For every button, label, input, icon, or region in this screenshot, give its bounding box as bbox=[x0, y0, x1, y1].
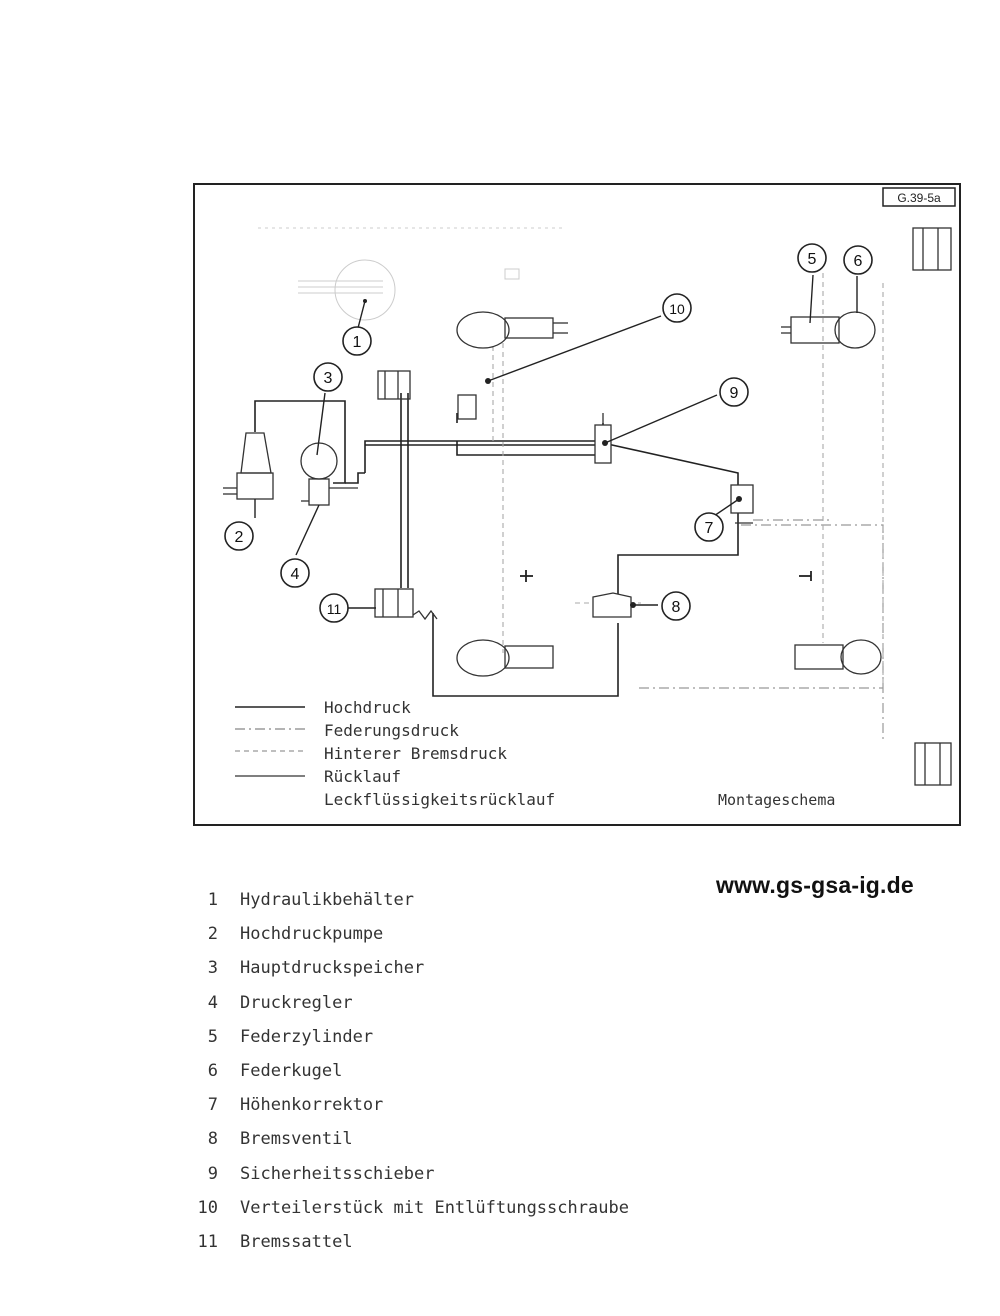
callout-4-label: 4 bbox=[291, 566, 300, 583]
part-name: Bremssattel bbox=[240, 1231, 353, 1252]
callout-3-label: 3 bbox=[324, 370, 333, 387]
callout-7: 7 bbox=[694, 512, 724, 542]
callout-4: 4 bbox=[280, 558, 310, 588]
accumulator-component bbox=[300, 442, 358, 506]
list-item: 3 Hauptdruckspeicher bbox=[190, 951, 750, 985]
reservoir-assembly bbox=[456, 311, 568, 420]
junction-dots bbox=[363, 299, 742, 608]
brake-caliper-components bbox=[374, 227, 952, 786]
legend: Hochdruck Federungsdruck Hinterer Bremsd… bbox=[235, 698, 555, 809]
suspension-pressure-lines bbox=[639, 519, 884, 743]
diagram-frame bbox=[193, 183, 961, 826]
callout-5: 5 bbox=[797, 243, 827, 273]
callout-11: 11 bbox=[319, 593, 349, 623]
part-number: 6 bbox=[207, 1061, 218, 1082]
list-item: 11 Bremssattel bbox=[190, 1225, 750, 1259]
list-item: 8 Bremsventil bbox=[190, 1122, 750, 1156]
part-name: Druckregler bbox=[240, 992, 353, 1013]
part-number: 10 bbox=[197, 1197, 218, 1218]
callout-10-label: 10 bbox=[669, 301, 685, 317]
part-name: Verteilerstück mit Entlüftungsschraube bbox=[240, 1197, 629, 1218]
legend-label-suspension: Federungsdruck bbox=[324, 721, 459, 740]
list-item: 4 Druckregler bbox=[190, 986, 750, 1020]
callout-11-label: 11 bbox=[327, 601, 342, 617]
part-number: 8 bbox=[207, 1129, 218, 1150]
list-item: 10 Verteilerstück mit Entlüftungsschraube bbox=[190, 1191, 750, 1225]
diagram-caption: Montageschema bbox=[718, 791, 835, 809]
callout-1: 1 bbox=[342, 326, 372, 356]
rear-brake-lines bbox=[492, 273, 884, 683]
pump-component bbox=[223, 432, 274, 500]
height-corrector-component bbox=[730, 484, 754, 524]
list-item: 2 Hochdruckpumpe bbox=[190, 917, 750, 951]
callout-8: 8 bbox=[661, 591, 691, 621]
legend-label-return: Rücklauf bbox=[324, 767, 401, 786]
suspension-cylinder-and-sphere bbox=[456, 311, 882, 677]
part-name: Bremsventil bbox=[240, 1129, 353, 1150]
background-faint-lines bbox=[258, 227, 563, 321]
list-item: 5 Federzylinder bbox=[190, 1020, 750, 1054]
callout-8-label: 8 bbox=[672, 599, 681, 616]
list-item: 9 Sicherheitsschieber bbox=[190, 1157, 750, 1191]
ref-code-box bbox=[882, 187, 956, 207]
legend-label-high-pressure: Hochdruck bbox=[324, 698, 411, 717]
safety-valve-component bbox=[594, 413, 612, 464]
part-number: 11 bbox=[197, 1231, 218, 1252]
part-number: 7 bbox=[207, 1095, 218, 1116]
list-item: 7 Höhenkorrektor bbox=[190, 1088, 750, 1122]
part-number: 5 bbox=[207, 1026, 218, 1047]
callout-3: 3 bbox=[313, 362, 343, 392]
ref-code: G.39-5a bbox=[897, 191, 941, 205]
part-name: Federzylinder bbox=[240, 1026, 374, 1047]
part-name: Federkugel bbox=[240, 1061, 343, 1082]
list-item: 6 Federkugel bbox=[190, 1054, 750, 1088]
callout-6-label: 6 bbox=[854, 253, 863, 270]
part-number: 4 bbox=[207, 992, 218, 1013]
hydraulic-assembly-diagram: G.39-5a bbox=[193, 183, 961, 826]
legend-label-leak-return: Leckflüssigkeitsrücklauf bbox=[324, 790, 555, 809]
part-number: 2 bbox=[207, 924, 218, 945]
callout-10: 10 bbox=[662, 293, 692, 323]
part-name: Höhenkorrektor bbox=[240, 1095, 384, 1116]
callout-9: 9 bbox=[719, 377, 749, 407]
callout-2: 2 bbox=[224, 521, 254, 551]
callout-1-label: 1 bbox=[353, 334, 362, 351]
callout-6: 6 bbox=[843, 245, 873, 275]
list-item: 1 Hydraulikbehälter bbox=[190, 883, 750, 917]
part-name: Sicherheitsschieber bbox=[240, 1163, 435, 1184]
legend-label-rear-brake: Hinterer Bremsdruck bbox=[324, 744, 507, 763]
part-name: Hauptdruckspeicher bbox=[240, 958, 425, 979]
callout-9-label: 9 bbox=[730, 385, 739, 402]
parts-list: 1 Hydraulikbehälter 2 Hochdruckpumpe 3 Haup… bbox=[190, 883, 750, 1259]
part-name: Hydraulikbehälter bbox=[240, 890, 414, 911]
axis-marks bbox=[520, 570, 812, 582]
website-url: www.gs-gsa-ig.de bbox=[716, 872, 914, 898]
callout-5-label: 5 bbox=[808, 251, 817, 268]
brake-valve-component bbox=[592, 592, 632, 618]
callout-leaders bbox=[254, 274, 858, 609]
part-number: 3 bbox=[207, 958, 218, 979]
callout-7-label: 7 bbox=[705, 520, 714, 537]
callout-2-label: 2 bbox=[235, 529, 244, 546]
high-pressure-lines bbox=[254, 393, 739, 697]
part-number: 1 bbox=[207, 890, 218, 911]
part-number: 9 bbox=[207, 1163, 218, 1184]
part-name: Hochdruckpumpe bbox=[240, 924, 384, 945]
